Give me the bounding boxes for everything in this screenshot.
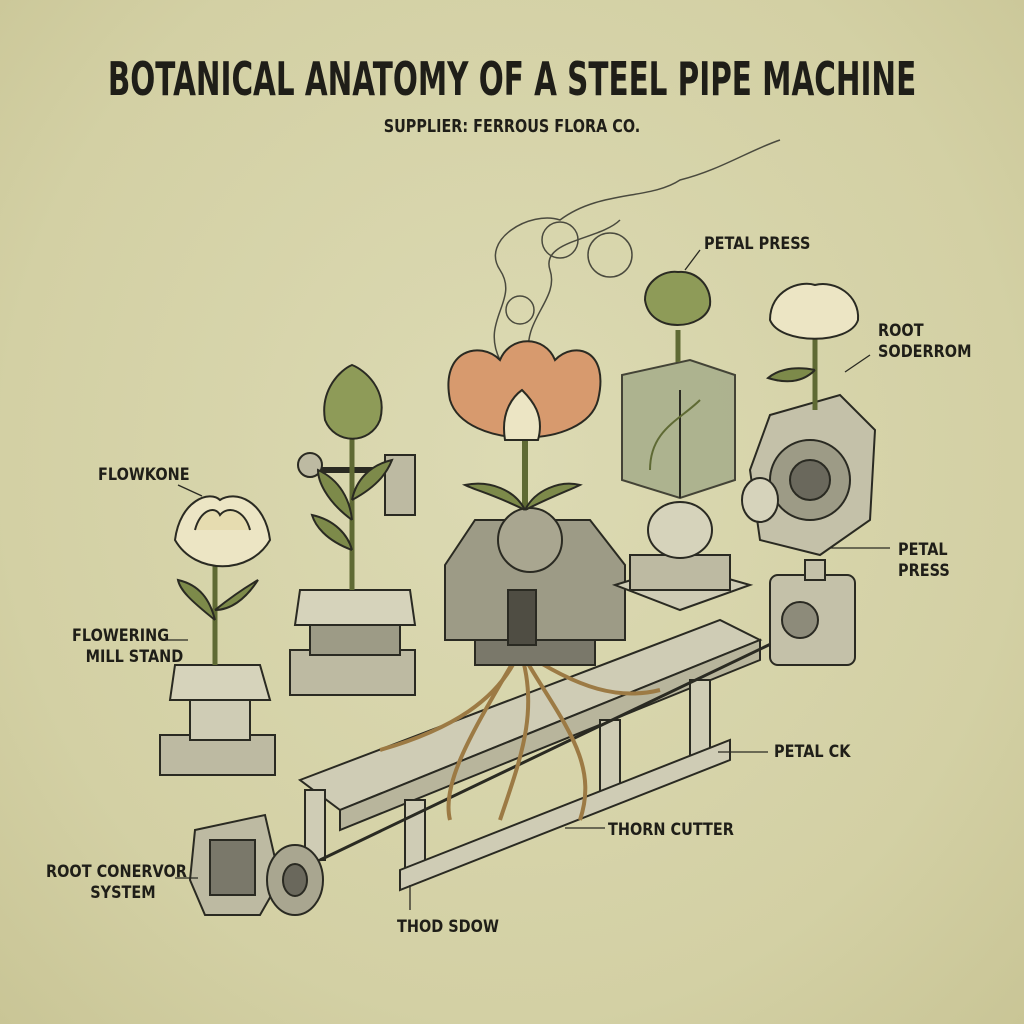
petal-press-box	[621, 270, 736, 500]
label-line: ROOT CONERVOR	[46, 862, 187, 882]
label-line: SYSTEM	[90, 883, 156, 903]
label-flowkone: FLOWKONE	[98, 465, 190, 485]
petal-ck-motor	[769, 559, 856, 666]
flowering-mill-stand	[159, 495, 276, 776]
leader-lines	[165, 249, 890, 910]
page-title: BOTANICAL ANATOMY OF A STEEL PIPE MACHIN…	[107, 52, 917, 106]
label-petal-ck: PETAL CK	[774, 742, 851, 762]
label-thod-sdow: THOD SDOW	[397, 917, 499, 937]
root-soderrom-unit	[741, 282, 877, 557]
label-petal-press-right: PETAL PRESS	[898, 540, 950, 582]
central-lotus-machine	[444, 340, 626, 666]
label-line: PETAL	[898, 540, 948, 560]
label-root-conervor-system: ROOT CONERVOR SYSTEM	[46, 862, 187, 904]
smoke-swirls	[493, 139, 781, 361]
label-line: MILL STAND	[85, 647, 184, 667]
label-flowering-mill-stand: FLOWERING MILL STAND	[72, 626, 183, 668]
root-conveyor-motor	[188, 813, 324, 916]
plant-press-left	[289, 363, 417, 696]
label-root-soderrom: ROOT SODERROM	[878, 321, 971, 363]
label-line: SODERROM	[878, 342, 972, 362]
label-line: FLOWERING	[72, 626, 170, 646]
dome-unit	[611, 501, 754, 612]
conveyor-frame	[297, 618, 801, 892]
page-subtitle: SUPPLIER: FERROUS FLORA CO.	[383, 116, 641, 137]
label-line: ROOT	[878, 321, 924, 341]
label-line: PRESS	[898, 561, 950, 581]
label-petal-press-top: PETAL PRESS	[704, 234, 811, 254]
label-thorn-cutter: THORN CUTTER	[608, 820, 734, 840]
